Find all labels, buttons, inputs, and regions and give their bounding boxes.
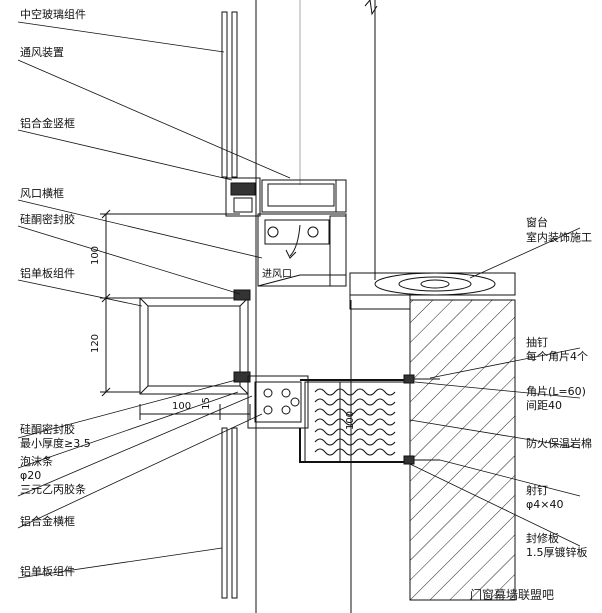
label-min-thickness: 最小厚度≥3.5: [20, 437, 91, 450]
dim-15: 15: [200, 397, 212, 410]
label-fire-rockwool: 防火保温岩棉: [526, 437, 592, 450]
label-alu-mullion: 铝合金竖框: [20, 117, 75, 130]
label-alu-transom: 铝合金横框: [20, 515, 75, 528]
label-vent-transom: 风口横框: [20, 187, 64, 200]
label-insulating-glass: 中空玻璃组件: [20, 8, 86, 21]
label-alu-panel-lower: 铝单板组件: [20, 565, 75, 578]
label-rivet: 抽钉: [526, 336, 548, 349]
label-window-sill: 窗台: [526, 216, 548, 229]
dim-120: 120: [90, 333, 102, 354]
label-sealing-plate-spec: 1.5厚镀锌板: [526, 546, 588, 559]
insulating-glass-shape: [221, 11, 238, 178]
label-interior-finish: 室内装饰施工: [526, 231, 592, 244]
label-shot-nail: 射钉: [526, 484, 548, 497]
alu-transom-shape: [247, 375, 309, 429]
label-air-inlet: 进风口: [262, 269, 292, 280]
watermark: 门窗幕墙联盟吧: [470, 588, 555, 602]
label-silicone-sealant-2: 硅酮密封胶: [20, 423, 75, 436]
label-angle-spacing: 间距40: [526, 399, 562, 412]
concrete-wall-shape: [409, 299, 516, 601]
label-silicone-sealant: 硅酮密封胶: [20, 213, 75, 226]
alu-panel-box-shape: [139, 297, 249, 395]
vent-device-shape: [225, 177, 347, 217]
label-vent-device: 通风装置: [20, 46, 64, 59]
dim-100-upper: 100: [90, 245, 102, 266]
label-foam-rod-size: φ20: [20, 469, 42, 482]
vent-transom-shape: [257, 213, 347, 287]
window-sill-shape: [349, 272, 516, 310]
label-alu-panel-upper: 铝单板组件: [20, 267, 75, 280]
fire-rockwool-shape: [304, 381, 411, 463]
label-shot-nail-spec: φ4×40: [526, 498, 564, 511]
label-angle-piece: 角片(L=60): [526, 385, 586, 398]
sealing-plate-shape: [299, 428, 412, 463]
label-foam-rod: 泡沫条: [20, 455, 53, 468]
label-rivet-spec: 每个角片4个: [526, 350, 588, 363]
dim-100-horizontal: 100: [172, 401, 192, 412]
label-sealing-plate: 封修板: [526, 532, 559, 545]
dim-100-insulation: 100: [345, 410, 357, 431]
lower-panel-shape: [221, 427, 238, 599]
label-epdm-strip: 三元乙丙胶条: [20, 483, 86, 496]
